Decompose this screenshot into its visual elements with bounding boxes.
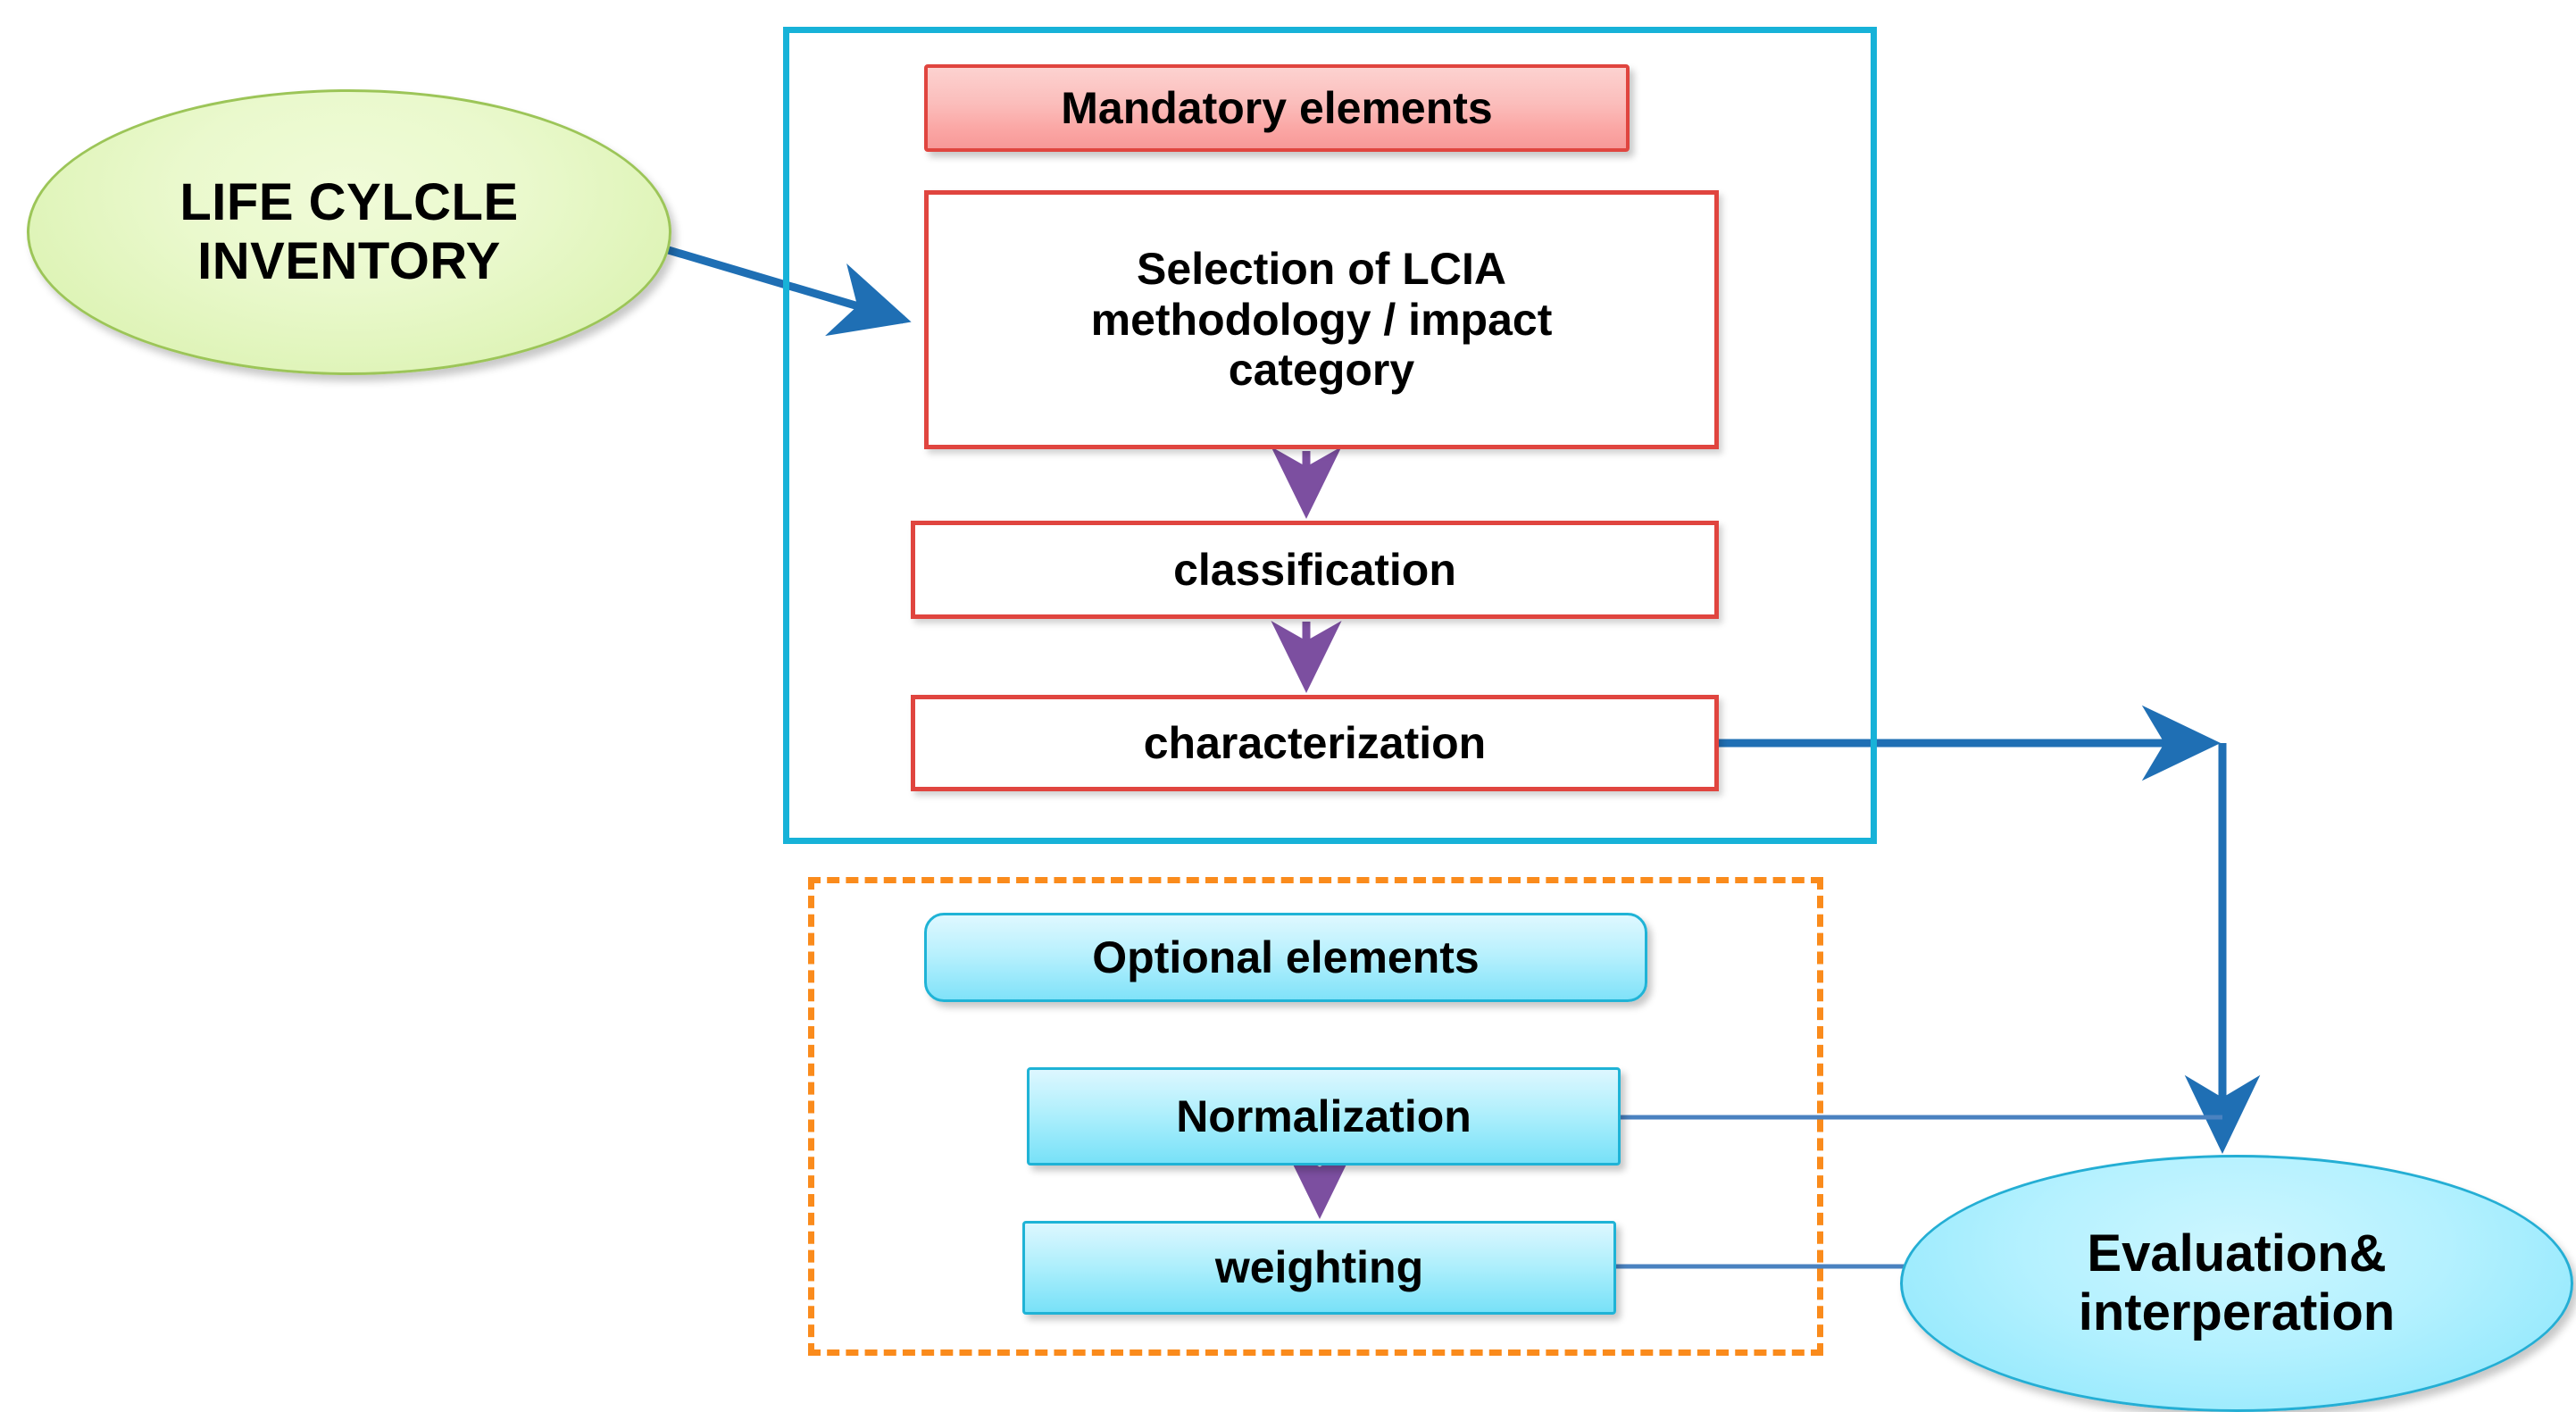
node-mandatory-elements-header[interactable]: Mandatory elements: [924, 64, 1630, 152]
weighting-label: weighting: [1214, 1242, 1424, 1293]
node-weighting[interactable]: weighting: [1022, 1221, 1616, 1315]
inventory-label-line2: INVENTORY: [197, 232, 501, 290]
evaluation-label-line2: interperation: [2078, 1283, 2396, 1341]
characterization-label: characterization: [1143, 717, 1487, 768]
evaluation-label-line1: Evaluation&: [2087, 1224, 2387, 1283]
classification-label: classification: [1173, 544, 1456, 595]
selection-label-line1: Selection of LCIA: [1137, 244, 1506, 295]
node-characterization[interactable]: characterization: [911, 695, 1719, 791]
mandatory-header-label: Mandatory elements: [1061, 82, 1493, 133]
node-life-cycle-inventory[interactable]: LIFE CYLCLE INVENTORY: [27, 89, 671, 375]
node-evaluation-interpretation[interactable]: Evaluation& interperation: [1900, 1155, 2573, 1412]
selection-label-line2: methodology / impact: [1090, 294, 1553, 345]
mandatory-elements-container: [783, 27, 1877, 844]
inventory-label-line1: LIFE CYLCLE: [179, 173, 519, 232]
selection-label-line3: category: [1228, 345, 1415, 396]
node-classification[interactable]: classification: [911, 521, 1719, 619]
optional-elements-container: [808, 877, 1823, 1356]
normalization-label: Normalization: [1176, 1090, 1471, 1141]
optional-header-label: Optional elements: [1092, 932, 1480, 982]
node-optional-elements-header[interactable]: Optional elements: [924, 913, 1647, 1002]
node-normalization[interactable]: Normalization: [1027, 1067, 1621, 1166]
node-selection-of-lcia[interactable]: Selection of LCIA methodology / impact c…: [924, 190, 1719, 449]
